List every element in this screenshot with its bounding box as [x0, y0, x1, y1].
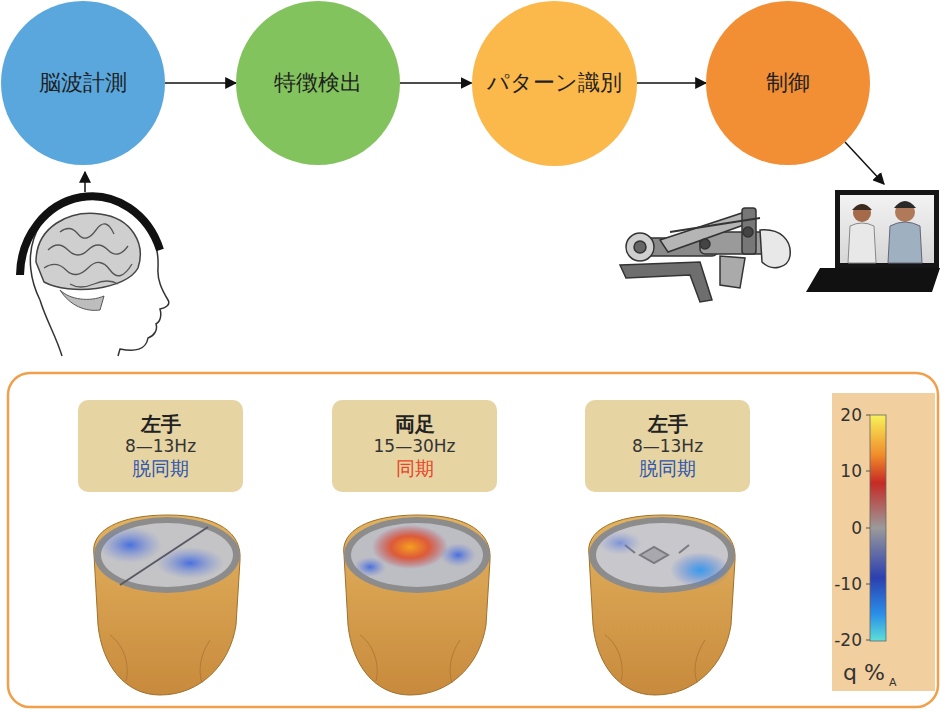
- flow-arrow: [637, 82, 707, 84]
- condition-tag: 左手8—13Hz脱同期: [585, 400, 750, 492]
- node-label: パターン識別: [487, 68, 622, 98]
- flow-arrow: [165, 82, 236, 84]
- sync-state: 脱同期: [132, 457, 189, 481]
- scale-tick-label: 20: [840, 405, 862, 425]
- sync-state: 脱同期: [639, 457, 696, 481]
- brain-render: [344, 515, 490, 695]
- scale-tick-label: -10: [834, 574, 862, 594]
- color-scale: [832, 393, 935, 691]
- brain-render: [589, 515, 735, 695]
- frequency-band: 8—13Hz: [632, 436, 703, 457]
- scale-tick-label: 0: [851, 518, 862, 538]
- node-label: 脳波計測: [39, 68, 127, 98]
- frequency-band: 8—13Hz: [125, 436, 196, 457]
- condition-tag: 左手8—13Hz脱同期: [78, 400, 243, 492]
- exoskeleton-arm: [620, 208, 790, 302]
- process-circle: パターン識別: [472, 1, 637, 166]
- node-label: 制御: [766, 68, 810, 98]
- eeg-head: [20, 172, 169, 356]
- scale-tick-label: 10: [840, 461, 862, 481]
- panel-frame: [8, 373, 938, 707]
- flow-arrow: [400, 82, 472, 84]
- sync-state: 同期: [396, 457, 434, 481]
- tag-heading: 両足: [395, 412, 435, 436]
- scale-unit: A: [889, 676, 897, 689]
- scale-tick-label: -20: [834, 630, 862, 650]
- condition-tag: 両足15—30Hz同期: [332, 400, 497, 492]
- circle-fill: [1, 1, 165, 165]
- process-circle: 特徴検出: [236, 1, 400, 165]
- process-circle: 制御: [706, 1, 870, 165]
- laptop: [806, 142, 940, 292]
- scale-unit: q %: [843, 660, 885, 685]
- circle-fill: [236, 1, 400, 165]
- frequency-band: 15—30Hz: [374, 436, 456, 457]
- node-label: 特徴検出: [274, 68, 362, 98]
- circle-fill: [472, 1, 637, 166]
- brain-render: [94, 515, 240, 695]
- process-circle: 脳波計測: [1, 1, 165, 165]
- tag-heading: 左手: [141, 412, 181, 436]
- tag-heading: 左手: [648, 412, 688, 436]
- circle-fill: [706, 1, 870, 165]
